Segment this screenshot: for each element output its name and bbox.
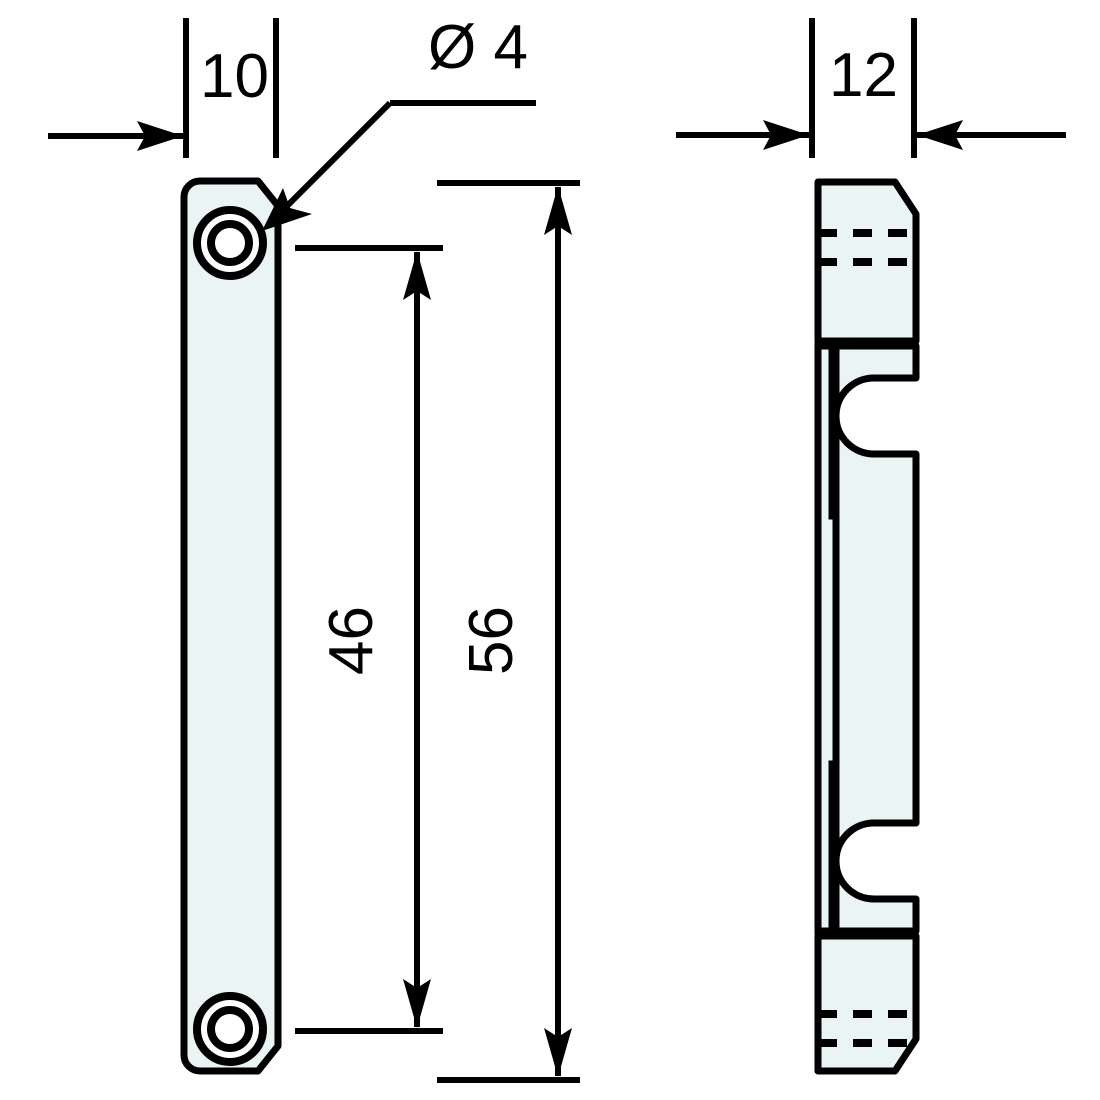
hole-callout-leader-line bbox=[272, 100, 393, 221]
side-width-arrowhead-right bbox=[917, 120, 963, 150]
hole-spacing-group: 46 bbox=[295, 245, 443, 1034]
side-width-arrowhead-left bbox=[763, 120, 809, 150]
hole-spacing-arrow-bottom bbox=[403, 979, 431, 1028]
side-width-dimension-label: 12 bbox=[829, 41, 898, 110]
front-view-outline bbox=[180, 177, 282, 1075]
hole-spacing-label: 46 bbox=[317, 606, 386, 675]
side-width-dimension-group: 12 bbox=[676, 18, 1066, 158]
front-view-group bbox=[180, 177, 282, 1075]
bottom-hole bbox=[193, 992, 267, 1066]
width-arrowhead bbox=[137, 121, 183, 151]
overall-length-arrow-bottom bbox=[544, 1028, 572, 1077]
side-view-lower-block bbox=[814, 932, 920, 1075]
hole-diameter-group: Ø 4 bbox=[262, 13, 536, 231]
side-view-body-profile bbox=[832, 342, 920, 935]
side-view-group bbox=[814, 178, 920, 1075]
overall-length-arrow-top bbox=[544, 186, 572, 235]
hole-callout-arrowhead bbox=[262, 188, 312, 231]
overall-length-label: 56 bbox=[457, 606, 526, 675]
top-hole bbox=[193, 206, 267, 280]
width-dimension-label: 10 bbox=[200, 42, 269, 111]
hole-diameter-label: Ø 4 bbox=[428, 13, 528, 82]
overall-length-group: 56 bbox=[437, 180, 580, 1083]
width-dimension-group: 10 bbox=[48, 18, 279, 158]
hole-spacing-arrow-top bbox=[403, 251, 431, 300]
